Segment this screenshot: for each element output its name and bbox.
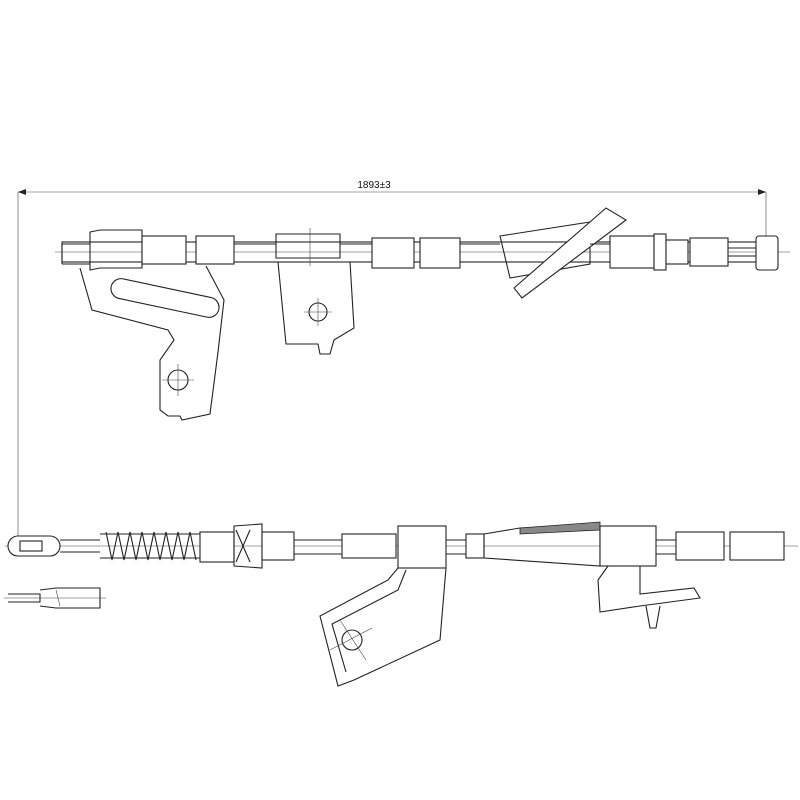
dimension-label: 1893±3 [357, 180, 391, 191]
top-view-bracket-middle [277, 261, 355, 355]
bottom-view-cable [5, 521, 798, 569]
end-fitting-detail [4, 587, 106, 609]
bottom-view-bracket-middle [319, 567, 447, 687]
bottom-view-bracket-right [597, 565, 701, 629]
overall-length-dimension: 1893±3 [17, 180, 767, 540]
top-view-cable [55, 207, 790, 299]
top-view-bracket-left [79, 265, 225, 421]
